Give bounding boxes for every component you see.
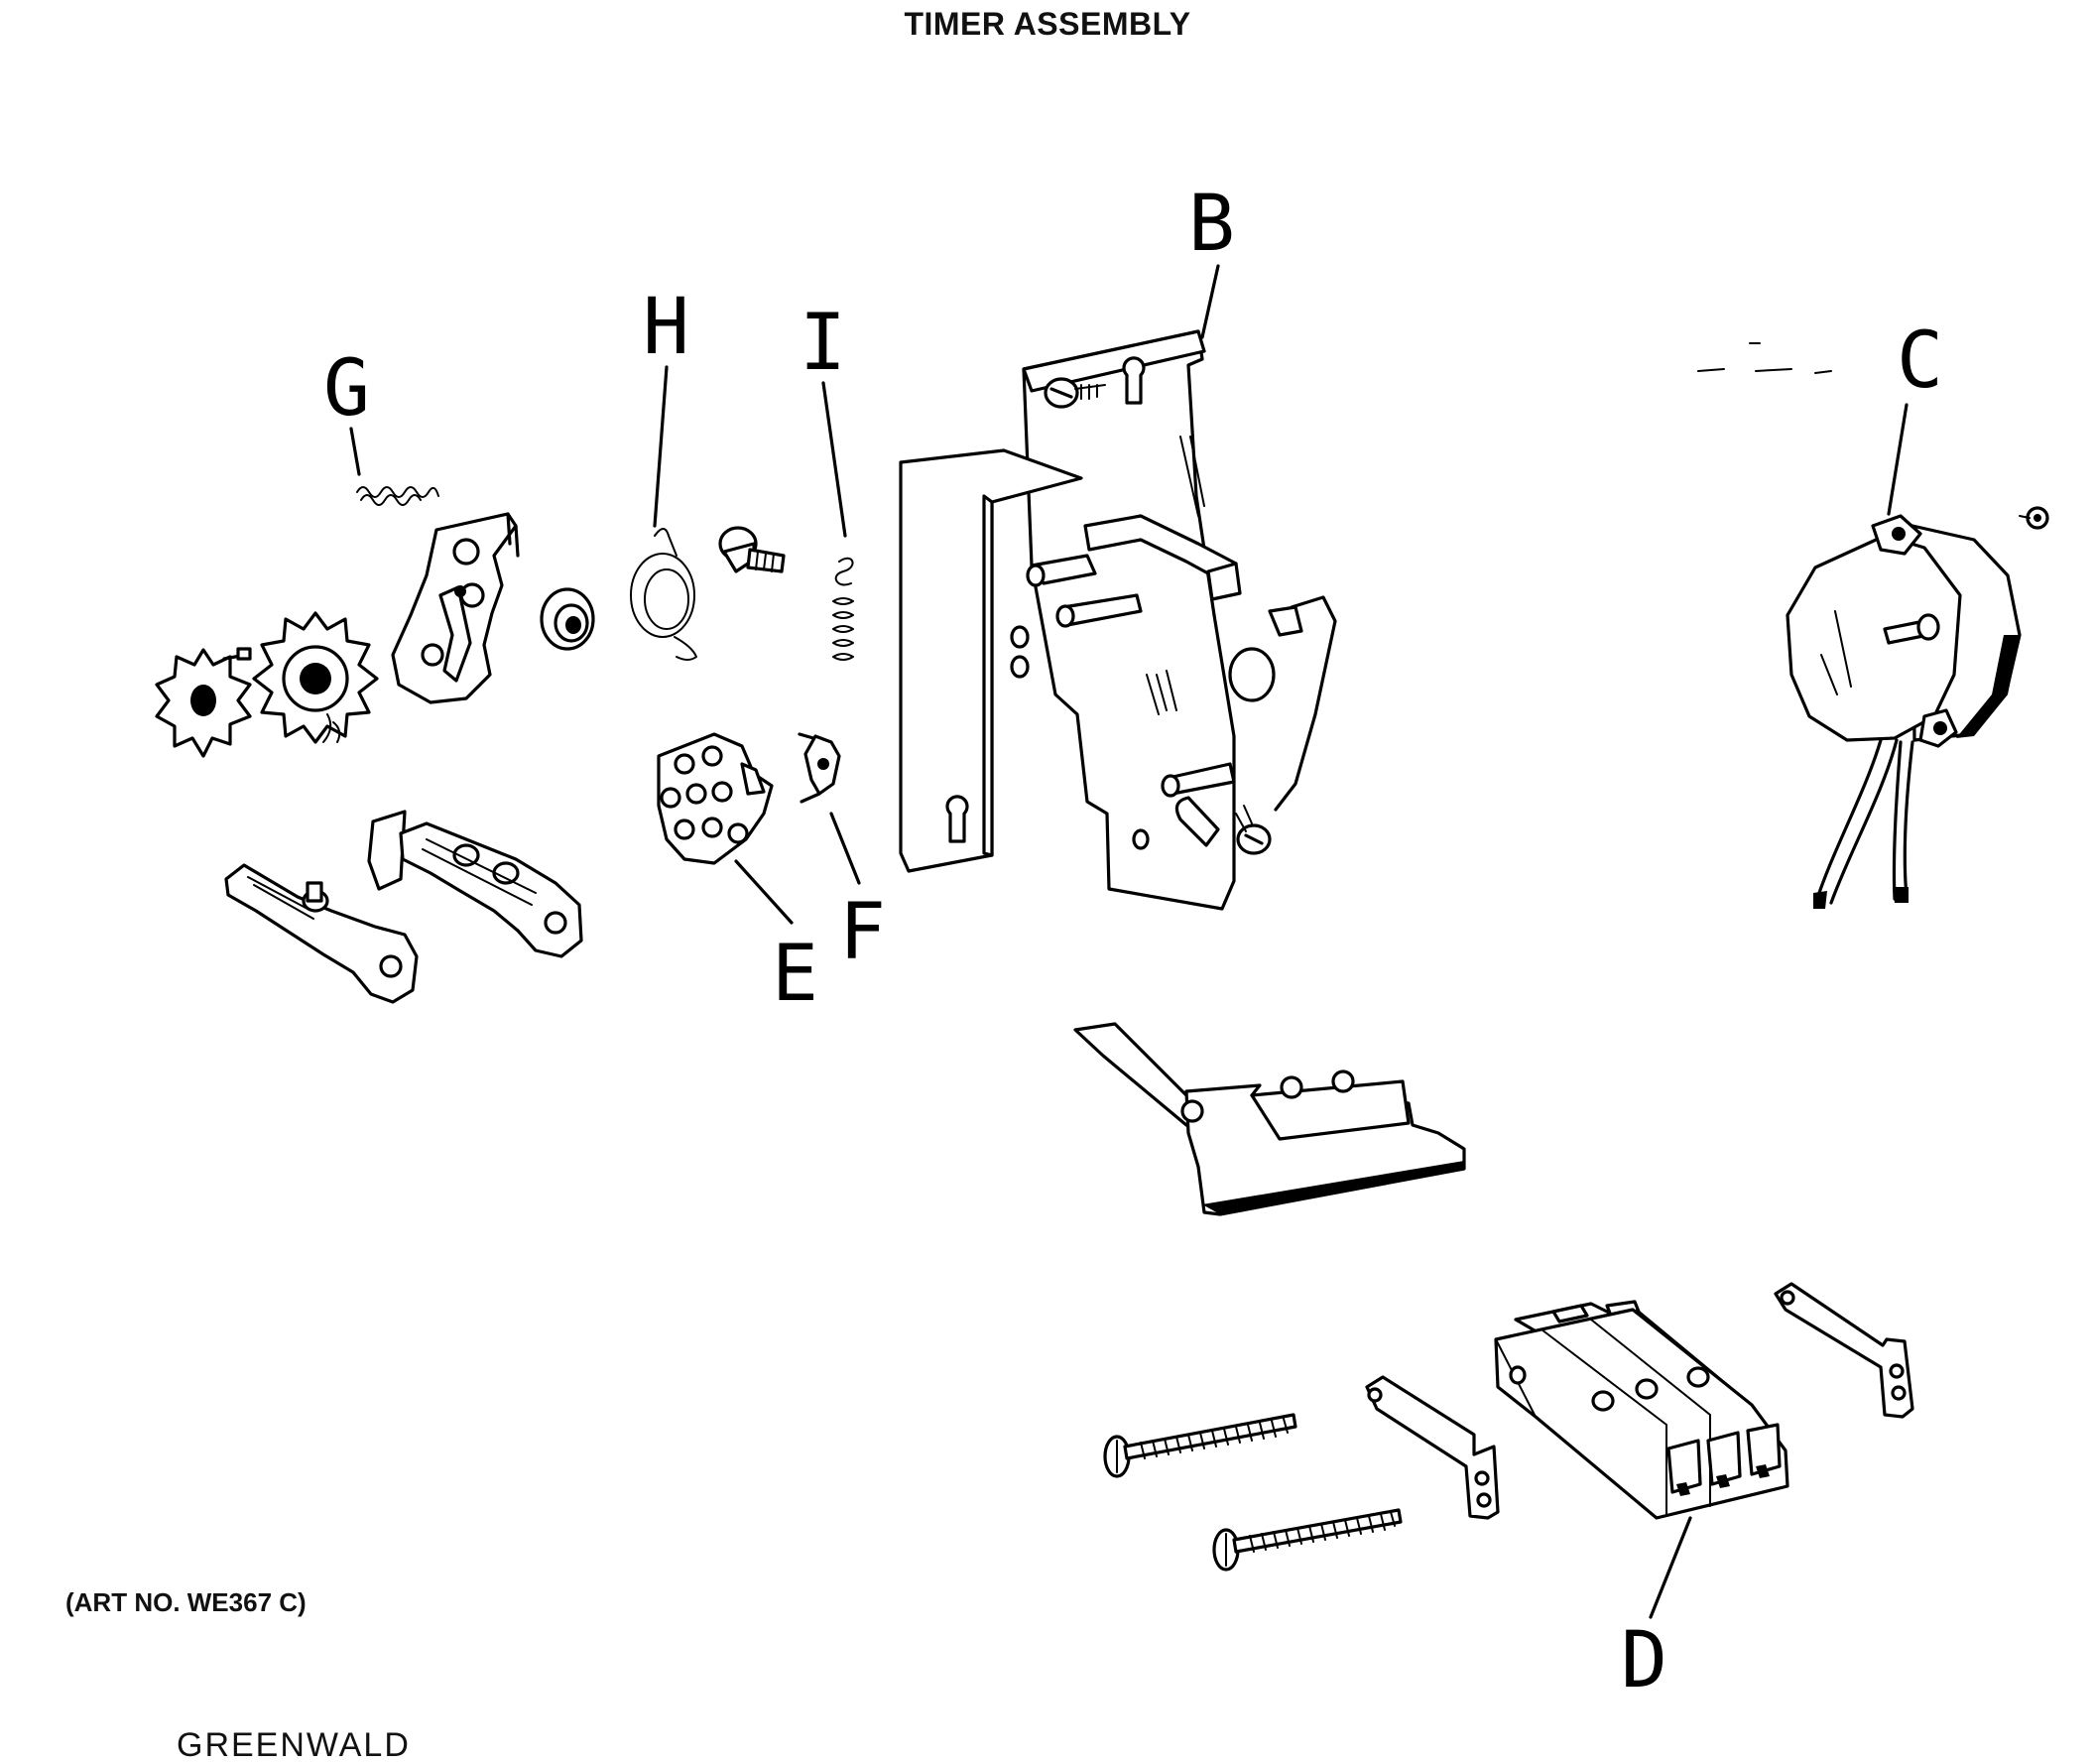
part-c-timer-motor <box>1786 506 2049 909</box>
long-screw-upper <box>1103 1413 1297 1478</box>
callout-label-c: C <box>1897 316 1943 406</box>
large-gear <box>252 611 379 744</box>
callout-label-g: G <box>323 344 370 434</box>
callout-g: G <box>323 344 370 476</box>
callout-label-b: B <box>1188 180 1235 269</box>
leader-line-i <box>821 381 847 538</box>
diagram-title: TIMER ASSEMBLY <box>904 6 1191 42</box>
part-f-clip <box>798 732 841 804</box>
long-screw-lower <box>1212 1508 1403 1572</box>
callout-label-f: F <box>839 888 886 977</box>
callout-label-i: I <box>800 299 846 388</box>
switch-contact-plate <box>1073 1022 1466 1216</box>
footer-text: GREENWALD <box>177 1726 411 1764</box>
leader-line-b <box>1200 264 1220 339</box>
part-i-compression-spring <box>832 557 854 661</box>
part-d-switch-block <box>1494 1300 1789 1520</box>
part-e-cam-wheel <box>657 732 774 865</box>
part-g-spring <box>356 486 439 506</box>
part-b-mounting-bracket <box>899 329 1337 911</box>
stray-marks <box>1697 342 1832 374</box>
leader-line-h <box>653 365 669 528</box>
callout-c: C <box>1887 316 1943 516</box>
leader-line-d <box>1649 1516 1692 1619</box>
part-h-torsion-spring <box>630 528 697 661</box>
callout-b: B <box>1188 180 1235 339</box>
callout-f: F <box>829 812 886 977</box>
callout-d: D <box>1621 1516 1692 1705</box>
callout-label-e: E <box>772 930 818 1019</box>
small-gear <box>155 647 252 758</box>
callout-i: I <box>800 299 847 538</box>
callout-label-h: H <box>643 283 689 372</box>
switch-bracket-left <box>1365 1375 1500 1520</box>
switch-bracket-right <box>1774 1282 1914 1419</box>
cam-lever-plate <box>391 512 520 704</box>
callout-label-d: D <box>1621 1616 1667 1705</box>
callout-h: H <box>643 283 689 528</box>
leader-line-c <box>1887 403 1909 516</box>
lever-arm-right <box>367 810 583 958</box>
leader-line-g <box>349 427 361 476</box>
callout-e: E <box>734 859 818 1019</box>
lever-arm-left <box>224 863 419 1004</box>
bushing <box>540 587 595 651</box>
art-number: (ART NO. WE367 C) <box>65 1587 307 1617</box>
shoulder-screw <box>718 526 786 573</box>
leader-line-f <box>829 812 861 885</box>
leader-line-e <box>734 859 794 925</box>
